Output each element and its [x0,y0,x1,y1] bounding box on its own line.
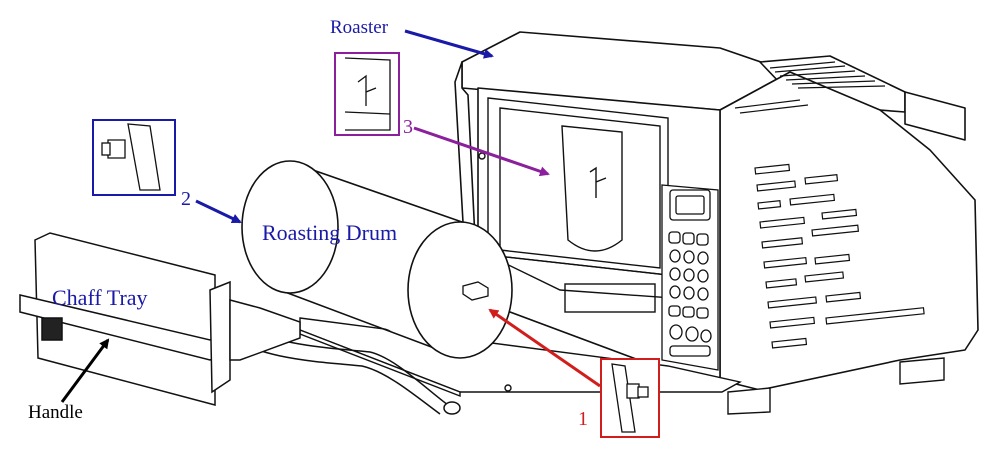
arrow-1 [488,308,601,388]
callout-3-label: 3 [403,116,413,138]
roasting-drum-label: Roasting Drum [262,220,398,245]
roasting-drum [241,160,513,359]
control-panel [661,184,719,371]
control-buttons [668,231,712,357]
handle-arrow [60,338,110,403]
chaff-tray [19,232,301,406]
callout-2-label: 2 [181,188,191,210]
inset-box-3 [334,52,400,136]
callout-arrows [60,29,601,403]
top-vents [734,61,886,114]
chaff-tray-label: Chaff Tray [52,285,148,310]
inset-box-1 [600,358,660,438]
handle-label: Handle [28,402,83,423]
callout-1-label: 1 [578,408,588,430]
roaster-arrow [404,29,494,59]
side-vents [754,163,925,349]
arrow-2 [195,199,242,224]
oven-cavity [478,97,703,313]
inset-box-2 [92,119,176,196]
roaster-label: Roaster [330,17,389,38]
roaster-feet [727,357,945,415]
arrow-3 [413,126,550,177]
